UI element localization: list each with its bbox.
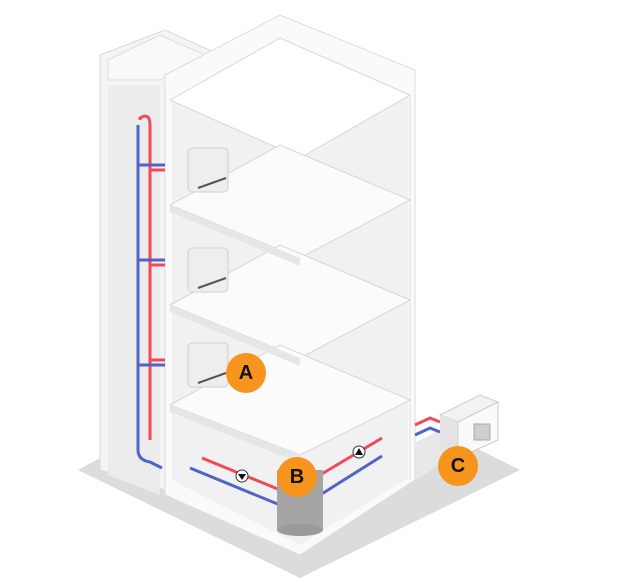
pump-icon: [352, 445, 366, 459]
badge-a: A: [226, 353, 266, 393]
riser-pipes: [136, 114, 165, 470]
indoor-units: [187, 147, 229, 388]
badge-b: B: [277, 457, 317, 497]
label-a: A: [238, 361, 254, 384]
pump-icon: [235, 469, 249, 483]
cold-riser-pipe: [136, 125, 163, 470]
label-c: C: [450, 454, 466, 477]
hot-riser-pipe: [138, 114, 152, 440]
label-b: B: [289, 465, 305, 488]
badge-c: C: [438, 446, 478, 486]
